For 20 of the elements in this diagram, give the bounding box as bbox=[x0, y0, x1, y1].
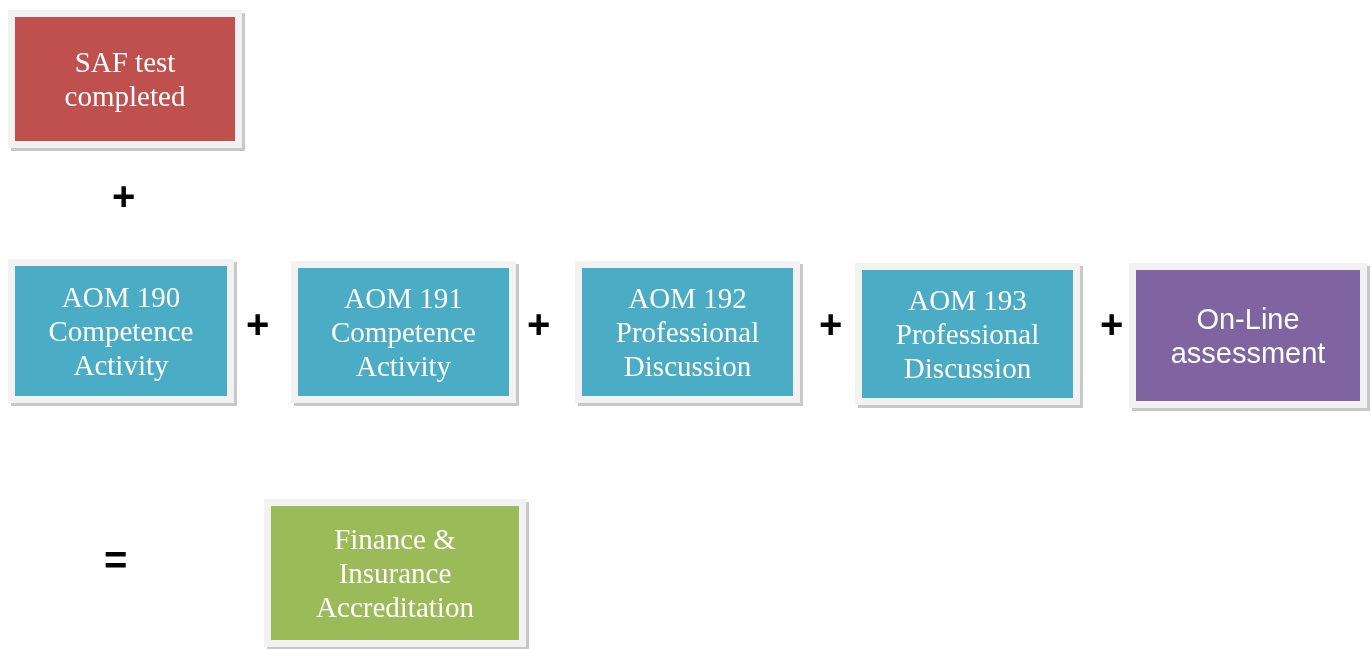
box-label: AOM 191 Competence Activity bbox=[330, 281, 477, 383]
equals-sign: = bbox=[104, 540, 128, 580]
box-label: SAF test completed bbox=[63, 45, 187, 113]
box-label: AOM 193 Professional Discussion bbox=[894, 283, 1041, 385]
process-box bbox=[8, 259, 234, 403]
box-label: AOM 192 Professional Discussion bbox=[614, 281, 761, 383]
plus-sign: + bbox=[112, 176, 136, 216]
process-box bbox=[264, 499, 526, 647]
plus-sign: + bbox=[246, 304, 270, 344]
process-box bbox=[855, 263, 1080, 405]
process-box bbox=[1129, 263, 1367, 408]
plus-sign: + bbox=[527, 304, 551, 344]
process-box bbox=[575, 261, 800, 403]
plus-sign: + bbox=[1100, 304, 1124, 344]
box-label: Finance & Insurance Accreditation bbox=[315, 522, 475, 624]
box-label: On-Line assessment bbox=[1169, 301, 1327, 370]
plus-sign: + bbox=[819, 304, 843, 344]
box-label: AOM 190 Competence Activity bbox=[47, 280, 195, 382]
process-box bbox=[8, 10, 242, 148]
process-box bbox=[291, 261, 516, 403]
